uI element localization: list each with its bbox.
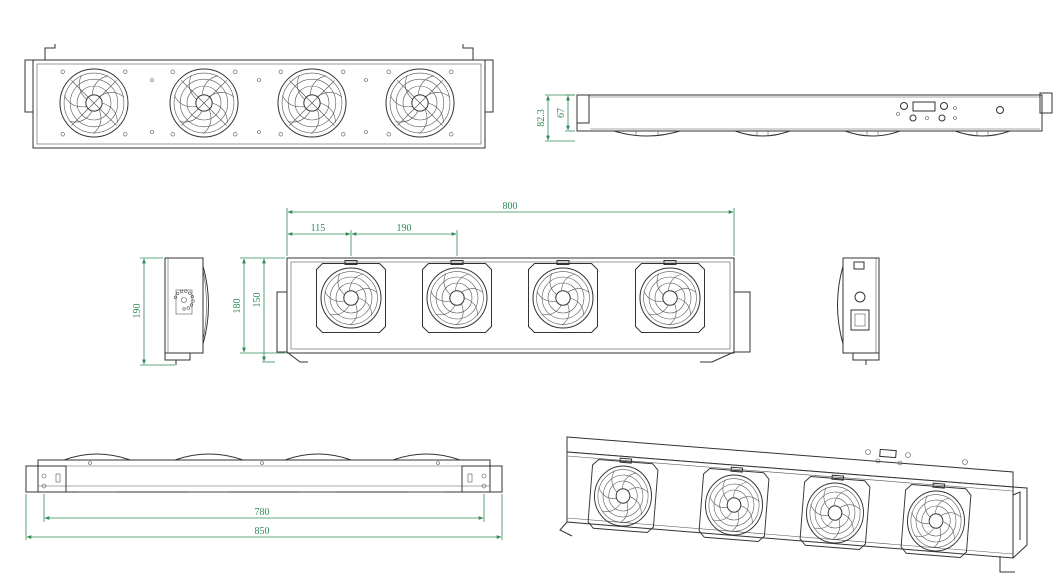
fan-icon (422, 260, 492, 333)
left-end-view: 190 (132, 257, 209, 366)
right-end-view (837, 257, 880, 365)
top-view-left-bracket (24, 59, 33, 113)
top-view (24, 44, 494, 149)
dim-mount-spacing: 780 (255, 507, 270, 518)
top-view-fans (59, 68, 455, 138)
isometric-view (559, 436, 1028, 573)
dim-side-height-body: 67 (556, 108, 567, 118)
dim-front-height-body: 150 (252, 293, 263, 308)
fan-housing (63, 453, 131, 461)
left-end-terminal-holes (173, 289, 195, 311)
fan-housing (392, 453, 461, 461)
dim-side-height-total: 82.3 (536, 109, 547, 127)
side-view-fans (613, 130, 1011, 137)
control-button-icon (909, 114, 917, 122)
control-knob-icon (900, 102, 908, 110)
fan-icon (169, 68, 239, 138)
control-knob-icon (940, 102, 948, 110)
bottom-view-body (37, 459, 491, 493)
fan-icon (385, 68, 455, 138)
fan-icon (277, 68, 347, 138)
dim-front-height-total: 180 (232, 299, 243, 314)
fan-housing (734, 130, 791, 137)
dim-overall-length: 850 (255, 526, 270, 537)
fan-housing (613, 130, 681, 137)
fan-housing (174, 453, 244, 461)
front-view: 800 115 190 180 150 (232, 201, 751, 363)
dim-overall-width: 800 (503, 201, 518, 212)
fan-icon (698, 466, 770, 543)
fan-icon (528, 260, 598, 333)
left-end-body (164, 257, 204, 354)
power-socket-icon (850, 309, 870, 331)
fan-icon (59, 68, 129, 138)
side-view-body (576, 94, 1043, 132)
fan-icon (799, 474, 871, 551)
isometric-display (879, 448, 897, 459)
fan-icon (900, 482, 972, 559)
fan-icon (635, 260, 705, 333)
display-screen (912, 101, 936, 112)
isometric-view-fans (587, 457, 972, 559)
side-view: 82.3 67 (536, 92, 1053, 142)
switch-icon (854, 291, 866, 303)
right-end-body (842, 257, 880, 354)
bottom-view: 780 850 (25, 453, 503, 540)
dim-fan-pitch: 190 (397, 223, 412, 234)
bottom-view-fans (63, 453, 461, 493)
control-button-icon (938, 114, 946, 122)
dim-end-height: 190 (132, 304, 143, 319)
power-switch-icon (996, 106, 1004, 114)
fan-housing (284, 453, 352, 461)
dim-edge-to-fan: 115 (311, 223, 326, 234)
control-panel (896, 101, 1004, 122)
fan-icon (587, 457, 659, 534)
fan-housing (844, 130, 901, 137)
fan-housing (954, 130, 1011, 137)
front-view-fans (316, 260, 705, 333)
fan-icon (316, 260, 386, 333)
top-view-right-bracket (485, 59, 494, 113)
front-view-body (286, 257, 735, 354)
